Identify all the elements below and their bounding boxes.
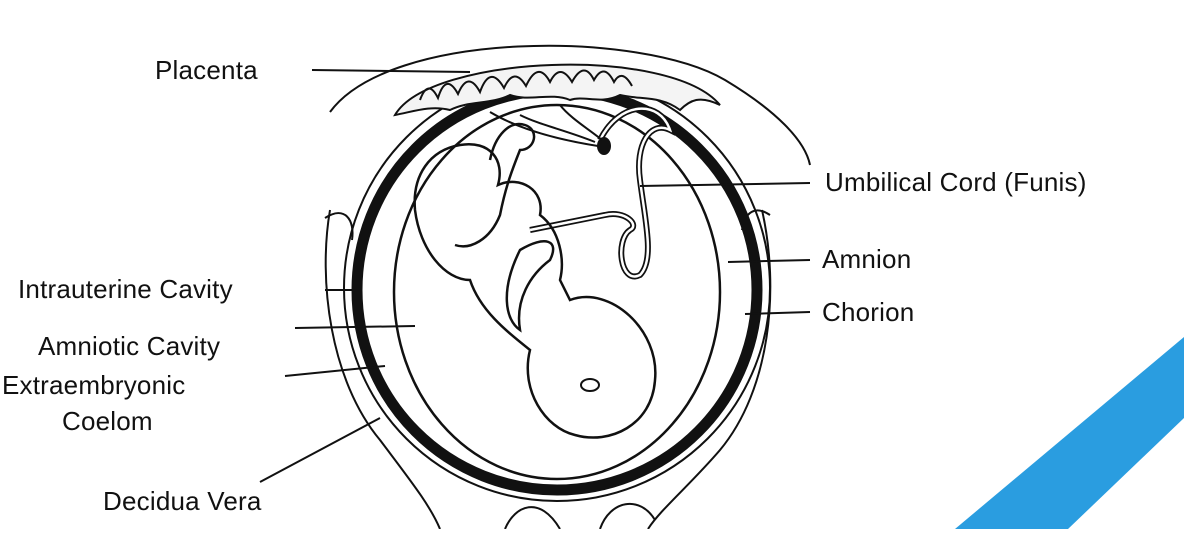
cervix [505,504,655,529]
chorion-thick-layer [357,90,757,490]
label-chorion: Chorion [822,297,914,327]
label-umbilical-cord: Umbilical Cord (Funis) [825,167,1087,197]
label-amnion: Amnion [822,244,911,274]
chorion-outer-line [344,75,770,501]
label-coelom: Coelom [62,406,153,436]
leader-placenta [312,70,470,72]
fetus-ear [581,379,599,391]
fetus-body [415,144,656,437]
label-decidua-vera: Decidua Vera [103,486,262,516]
accent-stripe [955,337,1184,529]
amnion-membrane [394,105,720,479]
leader-decidua-vera [260,418,380,482]
label-amniotic-cavity: Amniotic Cavity [38,331,220,361]
fetus-leg [507,241,553,330]
cord-insertion [597,137,611,155]
placental-vessels [490,105,602,146]
label-placenta: Placenta [155,55,258,85]
label-intrauterine-cavity: Intrauterine Cavity [18,274,233,304]
leader-amnion [728,260,810,262]
label-extraembryonic: Extraembryonic [2,370,185,400]
fetus-arm [455,124,534,246]
